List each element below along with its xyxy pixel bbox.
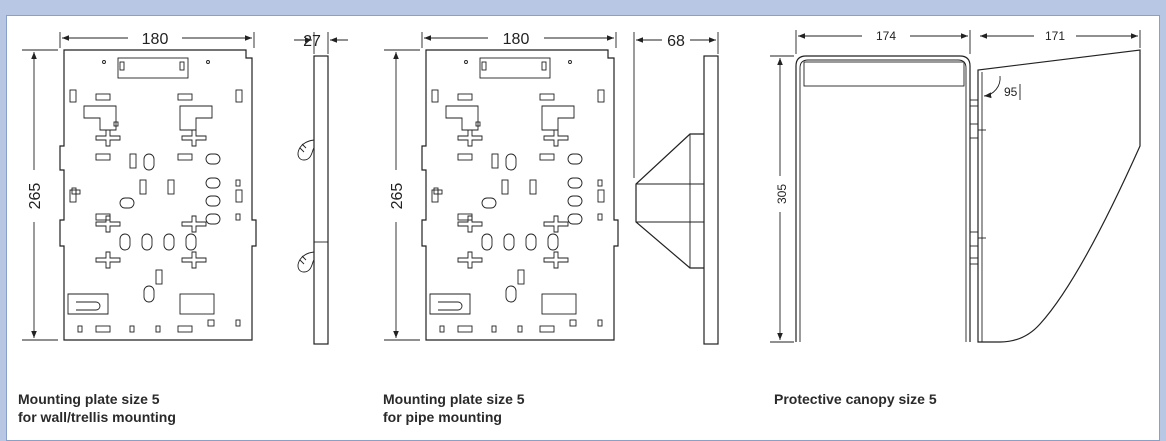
wall-depth-dim: 27 [303, 33, 321, 50]
wall-plate-drawing [22, 32, 348, 345]
canopy-drawing [770, 30, 1141, 343]
canopy-angle-dim: 95 [1004, 85, 1018, 99]
canopy-caption-line1: Protective canopy size 5 [774, 391, 937, 407]
drawing-panel [6, 15, 1160, 441]
wall-height-dim: 265 [27, 183, 44, 210]
pipe-height-dim: 265 [389, 183, 406, 210]
canopy-caption: Protective canopy size 5 [774, 390, 937, 408]
wall-caption-line1: Mounting plate size 5 [18, 391, 160, 407]
wall-plate-caption: Mounting plate size 5 for wall/trellis m… [18, 390, 176, 426]
canopy-depth-dim: 171 [1045, 29, 1065, 43]
pipe-depth-dim: 68 [667, 33, 685, 50]
pipe-caption-line2: for pipe mounting [383, 409, 502, 425]
pipe-width-dim: 180 [503, 31, 530, 48]
pipe-caption-line1: Mounting plate size 5 [383, 391, 525, 407]
canopy-width-dim: 174 [876, 29, 896, 43]
wall-width-dim: 180 [142, 31, 169, 48]
pipe-plate-caption: Mounting plate size 5 for pipe mounting [383, 390, 525, 426]
wall-caption-line2: for wall/trellis mounting [18, 409, 176, 425]
pipe-plate-drawing [384, 32, 719, 345]
canopy-height-dim: 305 [775, 184, 789, 204]
